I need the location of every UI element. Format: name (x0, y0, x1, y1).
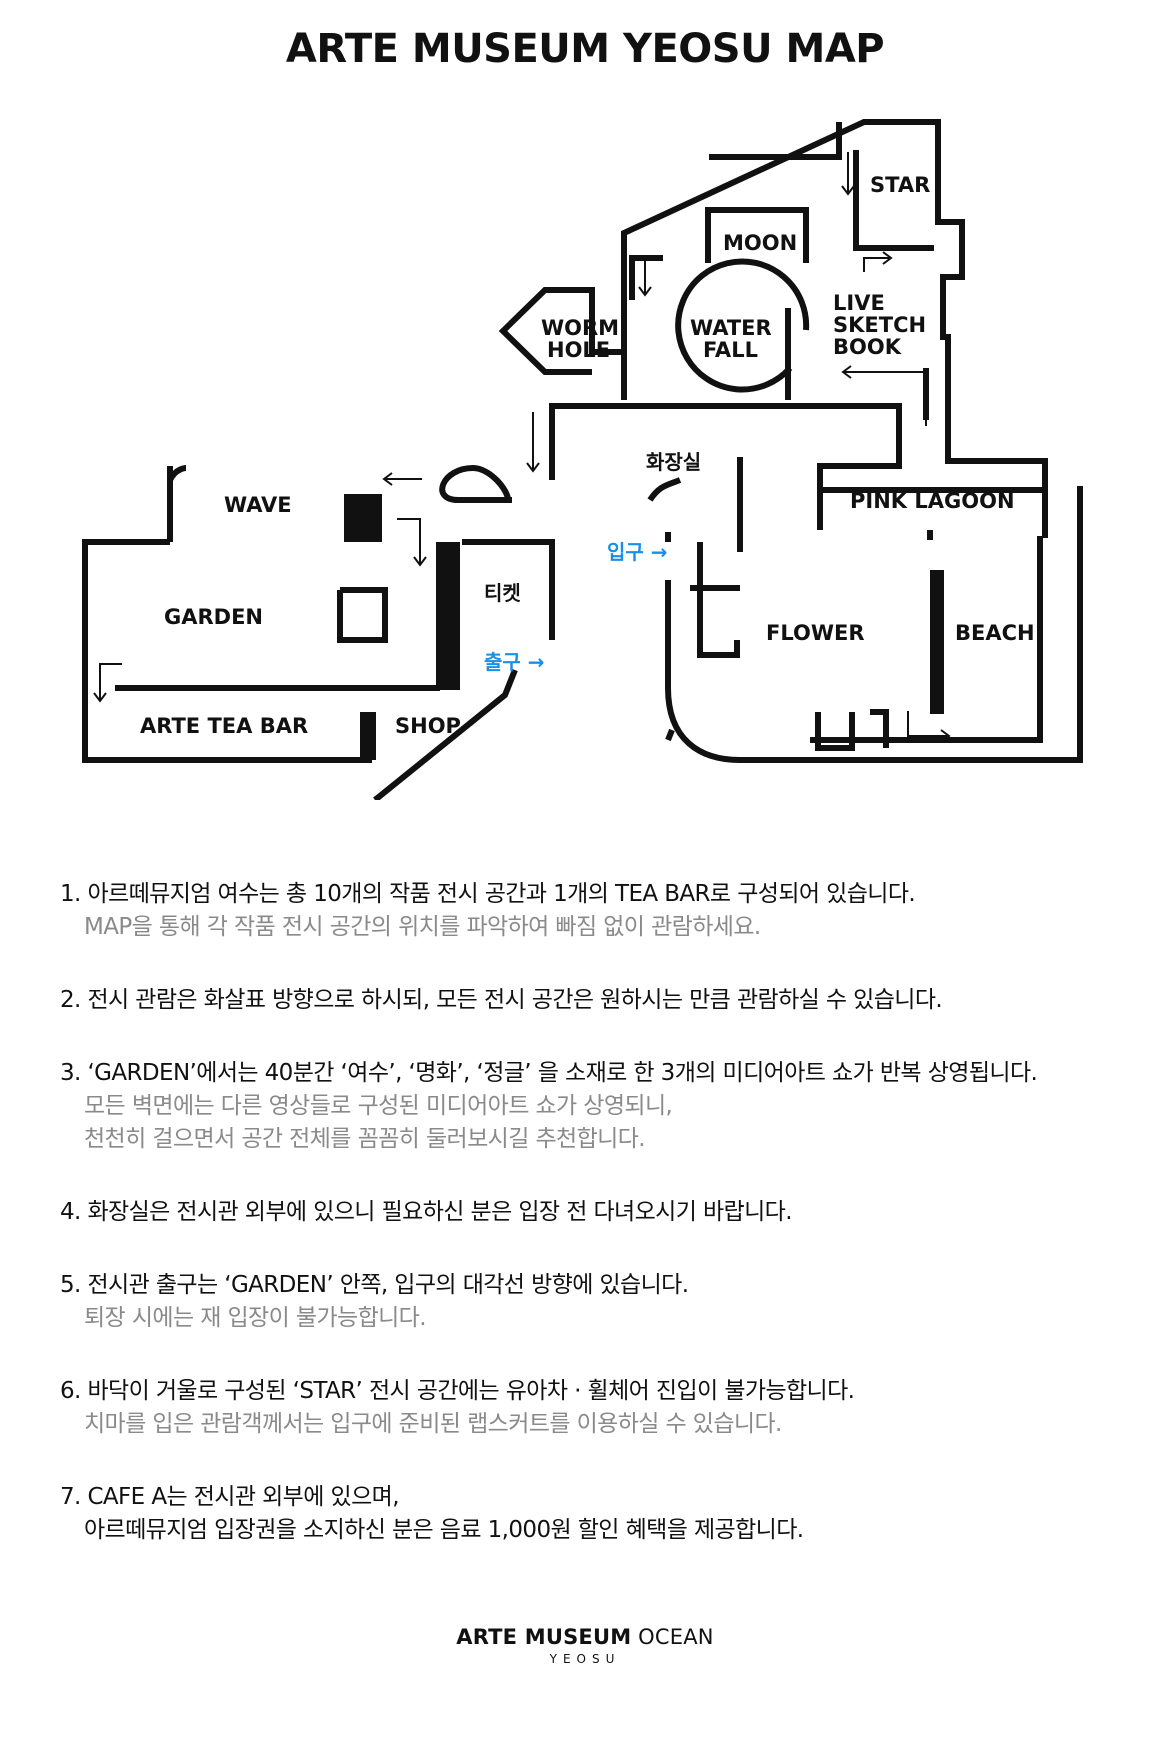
note-main: 4. 화장실은 전시관 외부에 있으니 필요하신 분은 입장 전 다녀오시기 바… (60, 1199, 793, 1225)
floor-map: STAR MOON WORM HOLE WATER FALL LIVE SKET… (82, 119, 1083, 800)
footer-brand: ARTE MUSEUM OCEAN (0, 1625, 1170, 1649)
note-1: 1. 아르떼뮤지엄 여수는 총 10개의 작품 전시 공간과 1개의 TEA B… (60, 878, 1120, 944)
room-live-line2: SKETCH (833, 313, 926, 337)
note-3: 3. ‘GARDEN’에서는 40분간 ‘여수’, ‘명화’, ‘정글’ 을 소… (60, 1057, 1120, 1156)
room-arte-tea-bar: ARTE TEA BAR (140, 714, 308, 738)
note-sub: MAP을 통해 각 작품 전시 공간의 위치를 파악하여 빠짐 없이 관람하세요… (84, 914, 761, 940)
room-star: STAR (870, 173, 930, 197)
note-main: 3. ‘GARDEN’에서는 40분간 ‘여수’, ‘명화’, ‘정글’ 을 소… (60, 1060, 1038, 1086)
room-worm-hole-line2: HOLE (547, 338, 610, 362)
notes-list: 1. 아르떼뮤지엄 여수는 총 10개의 작품 전시 공간과 1개의 TEA B… (60, 878, 1120, 1587)
note-sub: 천천히 걸으면서 공간 전체를 꼼꼼히 둘러보시길 추천합니다. (84, 1126, 646, 1152)
room-water-fall-line2: FALL (703, 338, 758, 362)
note-main: 2. 전시 관람은 화살표 방향으로 하시되, 모든 전시 공간은 원하시는 만… (60, 987, 943, 1013)
room-beach: BEACH (955, 621, 1035, 645)
room-live-line3: BOOK (833, 335, 902, 359)
room-ticket: 티켓 (484, 581, 521, 605)
exit-label: 출구 → (484, 650, 545, 674)
note-5: 5. 전시관 출구는 ‘GARDEN’ 안쪽, 입구의 대각선 방향에 있습니다… (60, 1269, 1120, 1335)
note-main: 7. CAFE A는 전시관 외부에 있으며, (60, 1484, 400, 1510)
note-sub: 퇴장 시에는 재 입장이 불가능합니다. (84, 1305, 427, 1331)
footer-brand-bold: ARTE MUSEUM (456, 1625, 632, 1649)
note-7: 7. CAFE A는 전시관 외부에 있으며, 아르떼뮤지엄 입장권을 소지하신… (60, 1481, 1120, 1547)
room-garden: GARDEN (164, 605, 263, 629)
map-walls (82, 119, 1083, 800)
room-water-fall-line1: WATER (690, 316, 772, 340)
footer-city: YEOSU (549, 1652, 621, 1666)
note-4: 4. 화장실은 전시관 외부에 있으니 필요하신 분은 입장 전 다녀오시기 바… (60, 1196, 1120, 1229)
note-continuation: 아르떼뮤지엄 입장권을 소지하신 분은 음료 1,000원 할인 혜택을 제공합… (84, 1517, 804, 1543)
footer-logo: ARTE MUSEUM OCEAN YEOSU (0, 1625, 1170, 1666)
room-live-line1: LIVE (833, 291, 885, 315)
page-title: ARTE MUSEUM YEOSU MAP (285, 26, 885, 72)
note-main: 1. 아르떼뮤지엄 여수는 총 10개의 작품 전시 공간과 1개의 TEA B… (60, 881, 916, 907)
room-wave: WAVE (224, 493, 292, 517)
footer-brand-light: OCEAN (631, 1625, 714, 1649)
note-2: 2. 전시 관람은 화살표 방향으로 하시되, 모든 전시 공간은 원하시는 만… (60, 984, 1120, 1017)
note-sub: 모든 벽면에는 다른 영상들로 구성된 미디어아트 쇼가 상영되니, (84, 1093, 673, 1119)
room-flower: FLOWER (766, 621, 865, 645)
room-restroom: 화장실 (646, 450, 701, 474)
room-pink-lagoon: PINK LAGOON (850, 489, 1015, 513)
note-6: 6. 바닥이 거울로 구성된 ‘STAR’ 전시 공간에는 유아차 · 휠체어 … (60, 1375, 1120, 1441)
map-solid-blocks (344, 494, 944, 760)
note-main: 6. 바닥이 거울로 구성된 ‘STAR’ 전시 공간에는 유아차 · 휠체어 … (60, 1378, 855, 1404)
room-moon: MOON (723, 231, 797, 255)
entrance-label: 입구 → (607, 540, 668, 564)
room-shop: SHOP (395, 714, 461, 738)
note-sub: 치마를 입은 관람객께서는 입구에 준비된 랩스커트를 이용하실 수 있습니다. (84, 1411, 782, 1437)
direction-arrows (93, 152, 951, 743)
note-main: 5. 전시관 출구는 ‘GARDEN’ 안쪽, 입구의 대각선 방향에 있습니다… (60, 1272, 689, 1298)
room-worm-hole-line1: WORM (541, 316, 619, 340)
